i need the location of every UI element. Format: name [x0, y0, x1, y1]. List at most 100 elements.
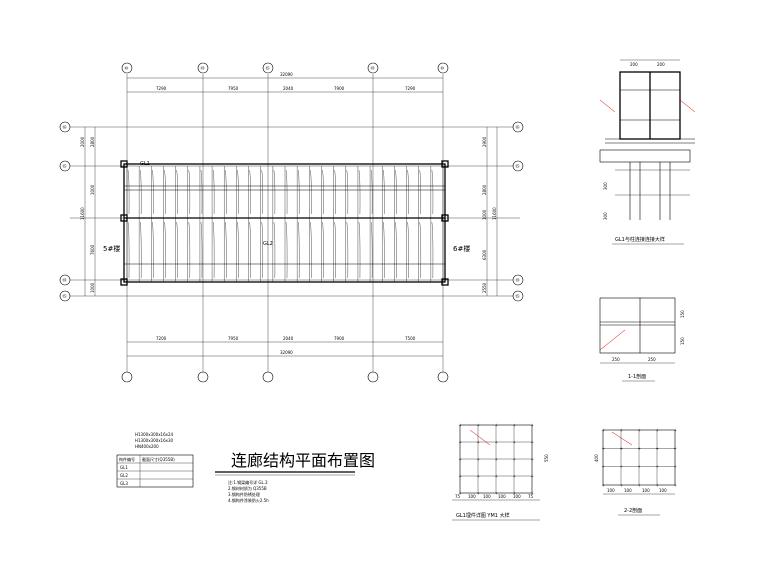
stud-mark: +	[674, 428, 677, 433]
top-dim-2: 7950	[228, 86, 239, 91]
stud-mark: +	[602, 483, 605, 488]
stud-mark: +	[531, 491, 534, 496]
svg-text:注:1.钢梁编号详 GL.3: 注:1.钢梁编号详 GL.3	[228, 479, 268, 485]
svg-text:7900: 7900	[334, 336, 345, 341]
rib-curve	[176, 221, 178, 279]
rib-curve	[431, 221, 434, 279]
rib-curve	[212, 221, 215, 279]
stud-mark: +	[656, 446, 659, 451]
svg-text:6300: 6300	[482, 249, 487, 260]
rib-curve	[249, 221, 251, 279]
svg-text:7600: 7600	[90, 244, 95, 255]
main-plan: 32090 7290 7950 2040 7900 7290 ⑩ ⑭ ⑮ ⑭ ⑩	[59, 62, 524, 383]
rib-curve	[188, 169, 191, 215]
rib-curve	[152, 221, 154, 279]
rib-curve	[139, 221, 142, 279]
rib-curve	[358, 221, 361, 279]
axis-bubbles-right: ⑯ ⑮ ⑭ ⑮	[512, 121, 524, 302]
svg-text:⑭: ⑭	[371, 65, 375, 71]
svg-text:2.钢材材质为 Q355B: 2.钢材材质为 Q355B	[228, 485, 267, 491]
section-2-2-studs: ++++++++++++++++++++	[602, 428, 677, 488]
svg-text:1000: 1000	[90, 184, 95, 195]
rib-curve	[407, 221, 409, 279]
rib-curve	[212, 169, 215, 215]
stud-mark: +	[477, 491, 480, 496]
overall-dim-top: 32090	[280, 72, 293, 77]
svg-text:100: 100	[607, 488, 615, 493]
stud-mark: +	[459, 440, 462, 445]
top-dim-3: 2040	[283, 86, 294, 91]
svg-text:GL3: GL3	[120, 481, 128, 486]
rib-curve	[310, 169, 312, 215]
stud-mark: +	[620, 446, 623, 451]
stud-mark: +	[495, 440, 498, 445]
rib-curve	[431, 169, 434, 215]
svg-text:2000: 2000	[80, 136, 85, 147]
rib-curve	[322, 169, 324, 215]
building-left-label: 5#楼	[103, 244, 120, 253]
svg-text:1000: 1000	[482, 209, 487, 220]
stud-mark: +	[638, 483, 641, 488]
stud-mark: +	[531, 457, 534, 462]
rib-curve	[346, 221, 349, 279]
svg-text:⑮: ⑮	[63, 293, 67, 299]
rib-curve	[370, 221, 373, 279]
rib-curve	[176, 169, 178, 215]
rib-curve	[127, 221, 130, 279]
detail-d-caption: 2-2剖面	[624, 507, 642, 514]
rib-curve	[419, 221, 421, 279]
stud-mark: +	[495, 423, 498, 428]
stud-mark: +	[531, 474, 534, 479]
axis-bubbles-left: ⑯ ⑮ ⑭ ⑮	[59, 121, 71, 302]
svg-text:150: 150	[680, 337, 685, 345]
rib-curve	[383, 221, 385, 279]
stud-mark: +	[620, 483, 623, 488]
rib-curve	[164, 169, 166, 215]
svg-text:11600: 11600	[80, 207, 85, 220]
beam-label-mid: GL2	[263, 241, 273, 247]
svg-text:3.钢构件防锈处理: 3.钢构件防锈处理	[228, 491, 260, 497]
rib-curve	[297, 169, 300, 215]
svg-text:⑭: ⑭	[63, 277, 67, 283]
rib-curve	[188, 221, 191, 279]
svg-text:2040: 2040	[283, 336, 294, 341]
stud-mark: +	[459, 457, 462, 462]
svg-text:⑭: ⑭	[201, 65, 205, 71]
stud-mark: +	[495, 491, 498, 496]
svg-text:GL1: GL1	[120, 465, 128, 470]
top-dim-5: 7290	[405, 86, 416, 91]
top-dim-1: 7290	[156, 86, 167, 91]
stud-mark: +	[495, 474, 498, 479]
embed-plate-studs: +++++++++++++++++++++++++	[459, 423, 534, 496]
stud-mark: +	[602, 446, 605, 451]
rib-curve	[297, 221, 300, 279]
svg-text:⑭: ⑭	[516, 277, 520, 283]
axis-bubbles-top: ⑩ ⑭ ⑮ ⑭ ⑩	[121, 62, 449, 74]
secondary-beams	[126, 166, 444, 282]
beam-label-top: GL1	[140, 161, 150, 167]
legend-block: H1300x300x16x24 H1300x300x16x30 HN400x20…	[116, 432, 194, 488]
rib-curve	[273, 221, 276, 279]
stud-mark: +	[459, 423, 462, 428]
stud-mark: +	[674, 446, 677, 451]
building-right-label: 6#楼	[453, 244, 470, 253]
svg-text:H1300x300x16x30: H1300x300x16x30	[135, 438, 174, 443]
svg-text:7950: 7950	[228, 336, 239, 341]
rib-curve	[322, 221, 324, 279]
svg-text:100: 100	[513, 494, 521, 499]
svg-text:⑮: ⑮	[516, 163, 520, 169]
rib-curve	[152, 169, 154, 215]
svg-text:400: 400	[594, 454, 599, 462]
stud-mark: +	[602, 428, 605, 433]
svg-text:H1300x300x16x24: H1300x300x16x24	[135, 432, 174, 437]
detail-section-2-2: ++++++++++++++++++++ 100 100 100 100 400…	[594, 428, 677, 516]
stud-mark: +	[459, 474, 462, 479]
bridge-outline	[123, 163, 446, 283]
stud-mark: +	[656, 464, 659, 469]
rib-curve	[164, 221, 166, 279]
stud-mark: +	[495, 457, 498, 462]
rib-curve	[225, 221, 227, 279]
svg-text:1000: 1000	[90, 282, 95, 293]
rib-curve	[200, 221, 203, 279]
rib-curve	[139, 169, 142, 215]
